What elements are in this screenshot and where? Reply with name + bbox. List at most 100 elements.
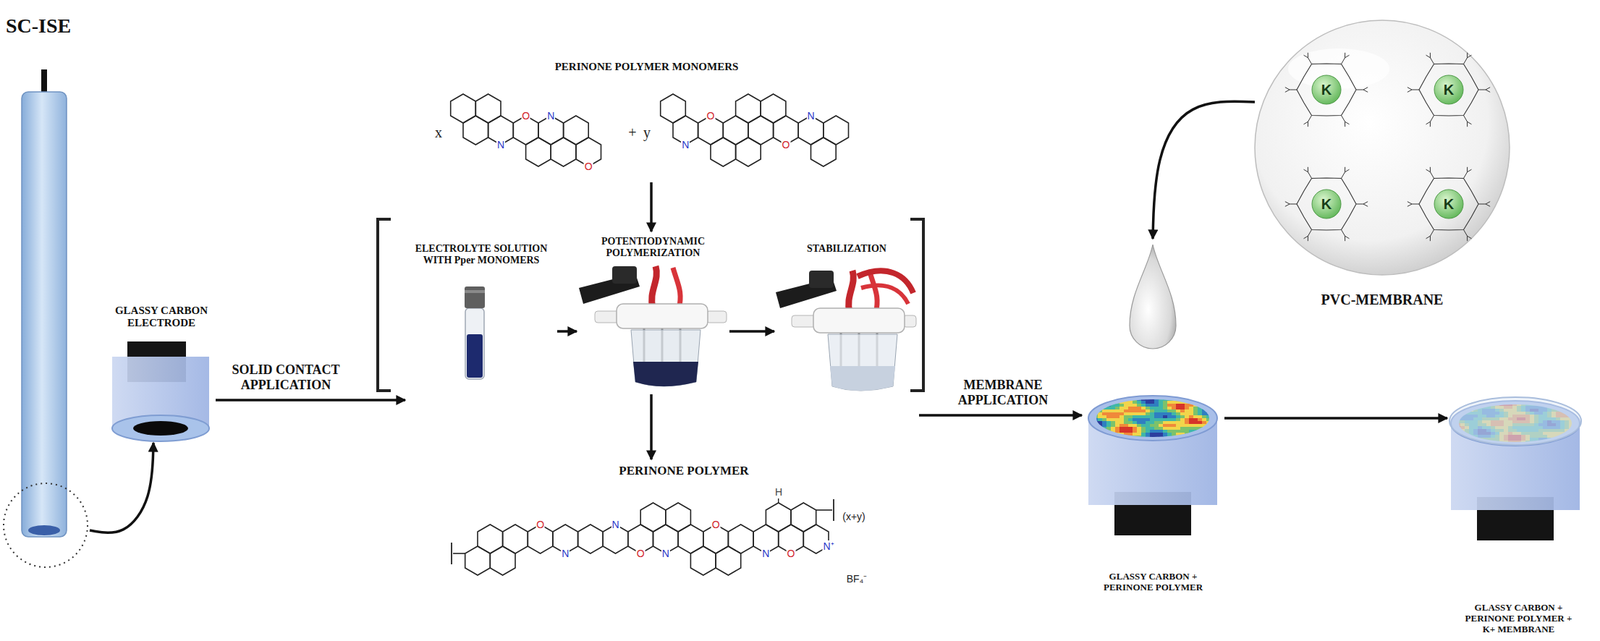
aromatic-ring bbox=[550, 137, 577, 167]
surface-pixel bbox=[1206, 406, 1212, 411]
surface-pixel bbox=[1193, 435, 1199, 440]
node-label: ELECTROLYTE SOLUTION WITH Pper MONOMERS bbox=[405, 238, 558, 271]
surface-pixel bbox=[1167, 415, 1173, 419]
side-chain bbox=[1463, 230, 1468, 237]
surface-pixel bbox=[1167, 429, 1173, 434]
surface-pixel bbox=[1141, 409, 1147, 414]
surface-pixel bbox=[1136, 400, 1142, 405]
surface-pixel bbox=[1188, 409, 1195, 414]
atom-label: O bbox=[535, 518, 545, 531]
side-chain bbox=[1467, 121, 1472, 125]
flow-arrow bbox=[919, 413, 1082, 417]
surface-pixel bbox=[1149, 426, 1155, 431]
ring-system bbox=[660, 94, 849, 167]
surface-pixel bbox=[1149, 432, 1155, 437]
surface-pixel bbox=[1206, 403, 1212, 408]
surface-pixel bbox=[1184, 418, 1190, 422]
surface-pixel bbox=[1145, 424, 1151, 428]
surface-pixel bbox=[1180, 435, 1186, 440]
side-chain bbox=[1307, 52, 1309, 58]
ion-selective-membrane bbox=[1449, 397, 1582, 446]
surface-pixel bbox=[1102, 424, 1108, 428]
side-chain bbox=[1289, 204, 1297, 205]
side-chain bbox=[1356, 89, 1364, 91]
side-chain bbox=[1485, 201, 1491, 205]
surface-pixel bbox=[1171, 400, 1177, 405]
surface-pixel bbox=[1201, 415, 1208, 419]
surface-pixel bbox=[1097, 409, 1103, 414]
surface-pixel bbox=[1115, 406, 1121, 411]
side-chain bbox=[1308, 57, 1312, 65]
surface-pixel bbox=[1162, 409, 1168, 414]
repeat-index: (x+y) bbox=[842, 511, 866, 522]
surface-pixel bbox=[1193, 418, 1199, 422]
surface-pixel bbox=[1136, 426, 1142, 431]
surface-pixel bbox=[1193, 406, 1199, 411]
flow-arrow bbox=[649, 394, 653, 460]
counter-ion: BF₄⁻ bbox=[846, 573, 868, 584]
surface-pixel bbox=[1128, 398, 1134, 402]
surface-pixel bbox=[1106, 400, 1112, 405]
surface-pixel bbox=[1197, 432, 1203, 437]
side-chain bbox=[1429, 167, 1431, 173]
edge-label: MEMBRANE APPLICATION bbox=[932, 377, 1074, 409]
surface-pixel bbox=[1145, 406, 1151, 411]
surface-pixel bbox=[1132, 400, 1138, 405]
side-chain bbox=[1289, 89, 1297, 91]
surface-pixel bbox=[1154, 418, 1160, 422]
side-chain bbox=[1307, 121, 1309, 127]
side-chain bbox=[1407, 87, 1412, 90]
surface-pixel bbox=[1180, 412, 1186, 417]
surface-pixel bbox=[1197, 415, 1203, 419]
surface-pixel bbox=[1188, 435, 1195, 440]
surface-pixel bbox=[1206, 432, 1212, 437]
surface-map bbox=[1093, 398, 1216, 440]
surface-pixel bbox=[1106, 424, 1112, 428]
node-label: PVC-MEMBRANE bbox=[1318, 287, 1447, 313]
surface-pixel bbox=[1128, 432, 1134, 437]
surface-pixel bbox=[1097, 421, 1103, 425]
surface-pixel bbox=[1149, 435, 1155, 440]
aromatic-ring bbox=[660, 94, 687, 124]
surface-pixel bbox=[1167, 421, 1173, 425]
aromatic-ring bbox=[450, 94, 477, 124]
side-chain bbox=[1341, 57, 1346, 65]
surface-pixel bbox=[1093, 400, 1099, 405]
surface-pixel bbox=[1184, 400, 1190, 405]
surface-pixel bbox=[1123, 403, 1129, 408]
electrode-body bbox=[21, 91, 67, 537]
aromatic-ring bbox=[760, 94, 786, 124]
aromatic-ring bbox=[665, 502, 692, 532]
ion-label: K bbox=[1443, 196, 1454, 212]
surface-pixel bbox=[1149, 418, 1155, 422]
surface-pixel bbox=[1162, 424, 1168, 428]
surface-pixel bbox=[1201, 406, 1208, 411]
surface-pixel bbox=[1158, 398, 1164, 402]
surface-pixel bbox=[1145, 415, 1151, 419]
surface-pixel bbox=[1210, 426, 1216, 431]
side-chain bbox=[1344, 167, 1346, 173]
vial-solution bbox=[466, 334, 483, 378]
surface-pixel bbox=[1128, 418, 1134, 422]
surface-pixel bbox=[1106, 403, 1112, 408]
cell-cap bbox=[813, 308, 905, 333]
surface-pixel bbox=[1197, 398, 1203, 402]
surface-pixel bbox=[1201, 432, 1208, 437]
side-chain bbox=[1463, 172, 1468, 179]
surface-pixel bbox=[1093, 406, 1099, 411]
surface-pixel bbox=[1136, 415, 1142, 419]
bond bbox=[816, 509, 833, 511]
surface-pixel bbox=[1162, 426, 1168, 431]
surface-pixel bbox=[1119, 415, 1125, 419]
atom-label: N bbox=[546, 109, 556, 122]
surface-pixel bbox=[1123, 412, 1129, 417]
surface-pixel bbox=[1210, 403, 1216, 408]
surface-pixel bbox=[1141, 406, 1147, 411]
aromatic-ring bbox=[735, 137, 762, 167]
side-chain bbox=[1344, 52, 1346, 58]
surface-pixel bbox=[1123, 398, 1129, 402]
surface-pixel bbox=[1184, 412, 1190, 417]
surface-pixel bbox=[1210, 415, 1216, 419]
surface-pixel bbox=[1184, 429, 1190, 434]
edge-label: SOLID CONTACT APPLICATION bbox=[220, 361, 352, 393]
